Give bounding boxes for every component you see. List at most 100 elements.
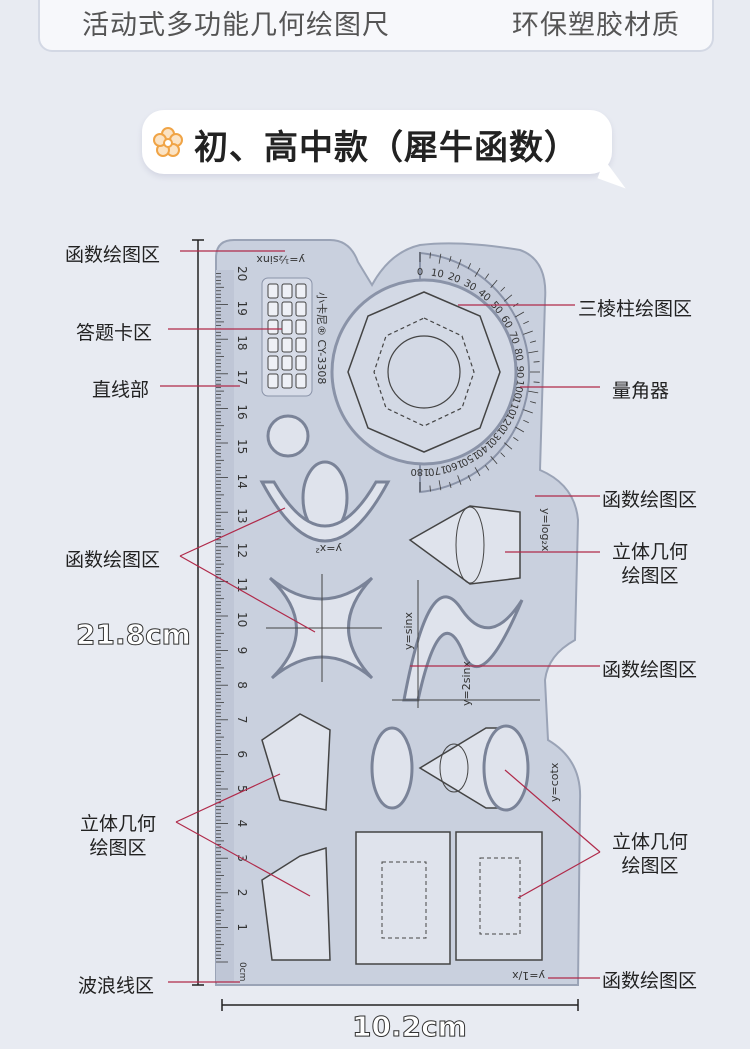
pyramid-lower <box>261 846 331 961</box>
label-func-area-mid: 函数绘图区 <box>65 549 161 571</box>
protractor-tick <box>504 294 513 302</box>
box-left-inner <box>381 861 427 939</box>
leader-func-mid-b <box>179 555 316 633</box>
eq-log-text: y=log₂x <box>539 508 552 552</box>
answer-cell <box>295 373 307 389</box>
answer-cell <box>295 301 307 317</box>
protractor-tick <box>523 419 529 424</box>
protractor-number: 90 <box>514 366 525 379</box>
eq-sinx-text: y=sinx <box>402 612 415 650</box>
protractor-tick <box>500 452 506 458</box>
protractor-tick <box>467 475 472 481</box>
label-func-area-r2: 函数绘图区 <box>602 659 698 681</box>
ruler-number: 13 <box>235 508 249 523</box>
ruler-number: 1 <box>235 923 249 931</box>
ruler-number: 4 <box>235 820 249 828</box>
eq-x2-text: y=x² <box>315 542 342 555</box>
flower-icon <box>153 127 183 157</box>
leader-lines <box>160 250 601 983</box>
badge-title: 初、高中款（犀牛函数） <box>194 128 579 168</box>
answer-cell <box>267 319 279 335</box>
ruler-number: 20 <box>235 266 249 281</box>
label-wave: 波浪线区 <box>78 975 155 997</box>
protractor-tick <box>449 255 452 262</box>
pyramid-upper <box>261 713 331 811</box>
protractor-tick <box>515 311 525 318</box>
leader-func-mid-a <box>179 507 286 557</box>
leader-solid-b <box>175 821 311 897</box>
protractor-tick <box>429 485 431 492</box>
protractor-tick <box>523 320 529 325</box>
protractor-tick <box>528 390 539 394</box>
leader-solid-r2a <box>504 769 601 853</box>
cone-shape <box>408 505 521 585</box>
label-solid-area-r1: 立体几何 绘图区 <box>612 541 689 587</box>
ruler-number: 12 <box>235 543 249 558</box>
answer-cell <box>267 283 279 299</box>
label-func-area-r1: 函数绘图区 <box>602 489 698 511</box>
circle-hole <box>266 414 310 458</box>
answer-cell <box>281 373 293 389</box>
protractor-number: 0 <box>417 267 423 278</box>
protractor-tick <box>438 480 442 491</box>
answer-cell <box>267 301 279 317</box>
header-bar: 活动式多功能几何绘图尺 环保塑胶材质 <box>38 0 714 52</box>
ruler-number: 10 <box>235 612 249 627</box>
label-protractor: 量角器 <box>612 380 670 402</box>
width-dimension: 10.2cm <box>352 1010 468 1044</box>
answer-cell <box>281 337 293 353</box>
ruler-number: 18 <box>235 335 249 350</box>
protractor-tick <box>533 361 540 363</box>
ruler-number: 6 <box>235 750 249 758</box>
title-badge: 初、高中款（犀牛函数） <box>142 110 633 189</box>
label-straight: 直线部 <box>92 379 150 401</box>
label-func-area-r3: 函数绘图区 <box>602 970 698 992</box>
header-right-text: 环保塑胶材质 <box>512 10 680 41</box>
protractor-tick <box>504 442 513 450</box>
cone-ellipse <box>455 506 485 584</box>
protractor-tick <box>490 279 498 288</box>
protractor-ticks <box>419 252 540 492</box>
header-left-text: 活动式多功能几何绘图尺 <box>82 10 390 41</box>
protractor-number: 20 <box>446 271 462 286</box>
protractor-tick <box>515 426 525 433</box>
ruler-number: 15 <box>235 439 249 454</box>
answer-cell <box>281 319 293 335</box>
answer-card-cells <box>267 283 307 389</box>
label-func-area-top: 函数绘图区 <box>65 244 161 266</box>
eq-2sinx-text: y=2sinx <box>460 661 473 706</box>
height-dimension: 21.8cm <box>76 618 192 652</box>
answer-cell <box>281 301 293 317</box>
box-right <box>455 831 543 961</box>
protractor-number: 10 <box>430 267 444 280</box>
answer-cell <box>295 337 307 353</box>
protractor-tick <box>513 437 519 442</box>
protractor-tick <box>485 273 490 279</box>
ruler-number: 14 <box>235 474 249 489</box>
cylinder-inner <box>439 743 469 793</box>
protractor-tick <box>457 259 462 269</box>
protractor-tick <box>533 381 540 383</box>
cylinder-right <box>482 724 530 812</box>
protractor-tick <box>438 253 442 264</box>
ruler-number: 9 <box>235 647 249 655</box>
cylinder-left <box>370 726 414 810</box>
label-prism: 三棱柱绘图区 <box>578 298 693 320</box>
sine-hole <box>402 595 524 702</box>
answer-cell <box>295 355 307 371</box>
protractor-number: 170 <box>427 463 448 477</box>
ruler-number: 2 <box>235 889 249 897</box>
protractor-tick <box>528 350 539 354</box>
ruler-number: 8 <box>235 681 249 689</box>
answer-cell <box>281 355 293 371</box>
ruler-number: 16 <box>235 404 249 419</box>
ruler-number: 19 <box>235 301 249 316</box>
leader-solid-r2b <box>517 851 601 899</box>
protractor-number: 180 <box>410 466 429 477</box>
protractor-tick <box>474 467 481 477</box>
unit-text: 0cm <box>237 962 247 981</box>
answer-cell <box>267 373 279 389</box>
box-right-inner <box>479 857 521 935</box>
ruler-number: 7 <box>235 716 249 724</box>
